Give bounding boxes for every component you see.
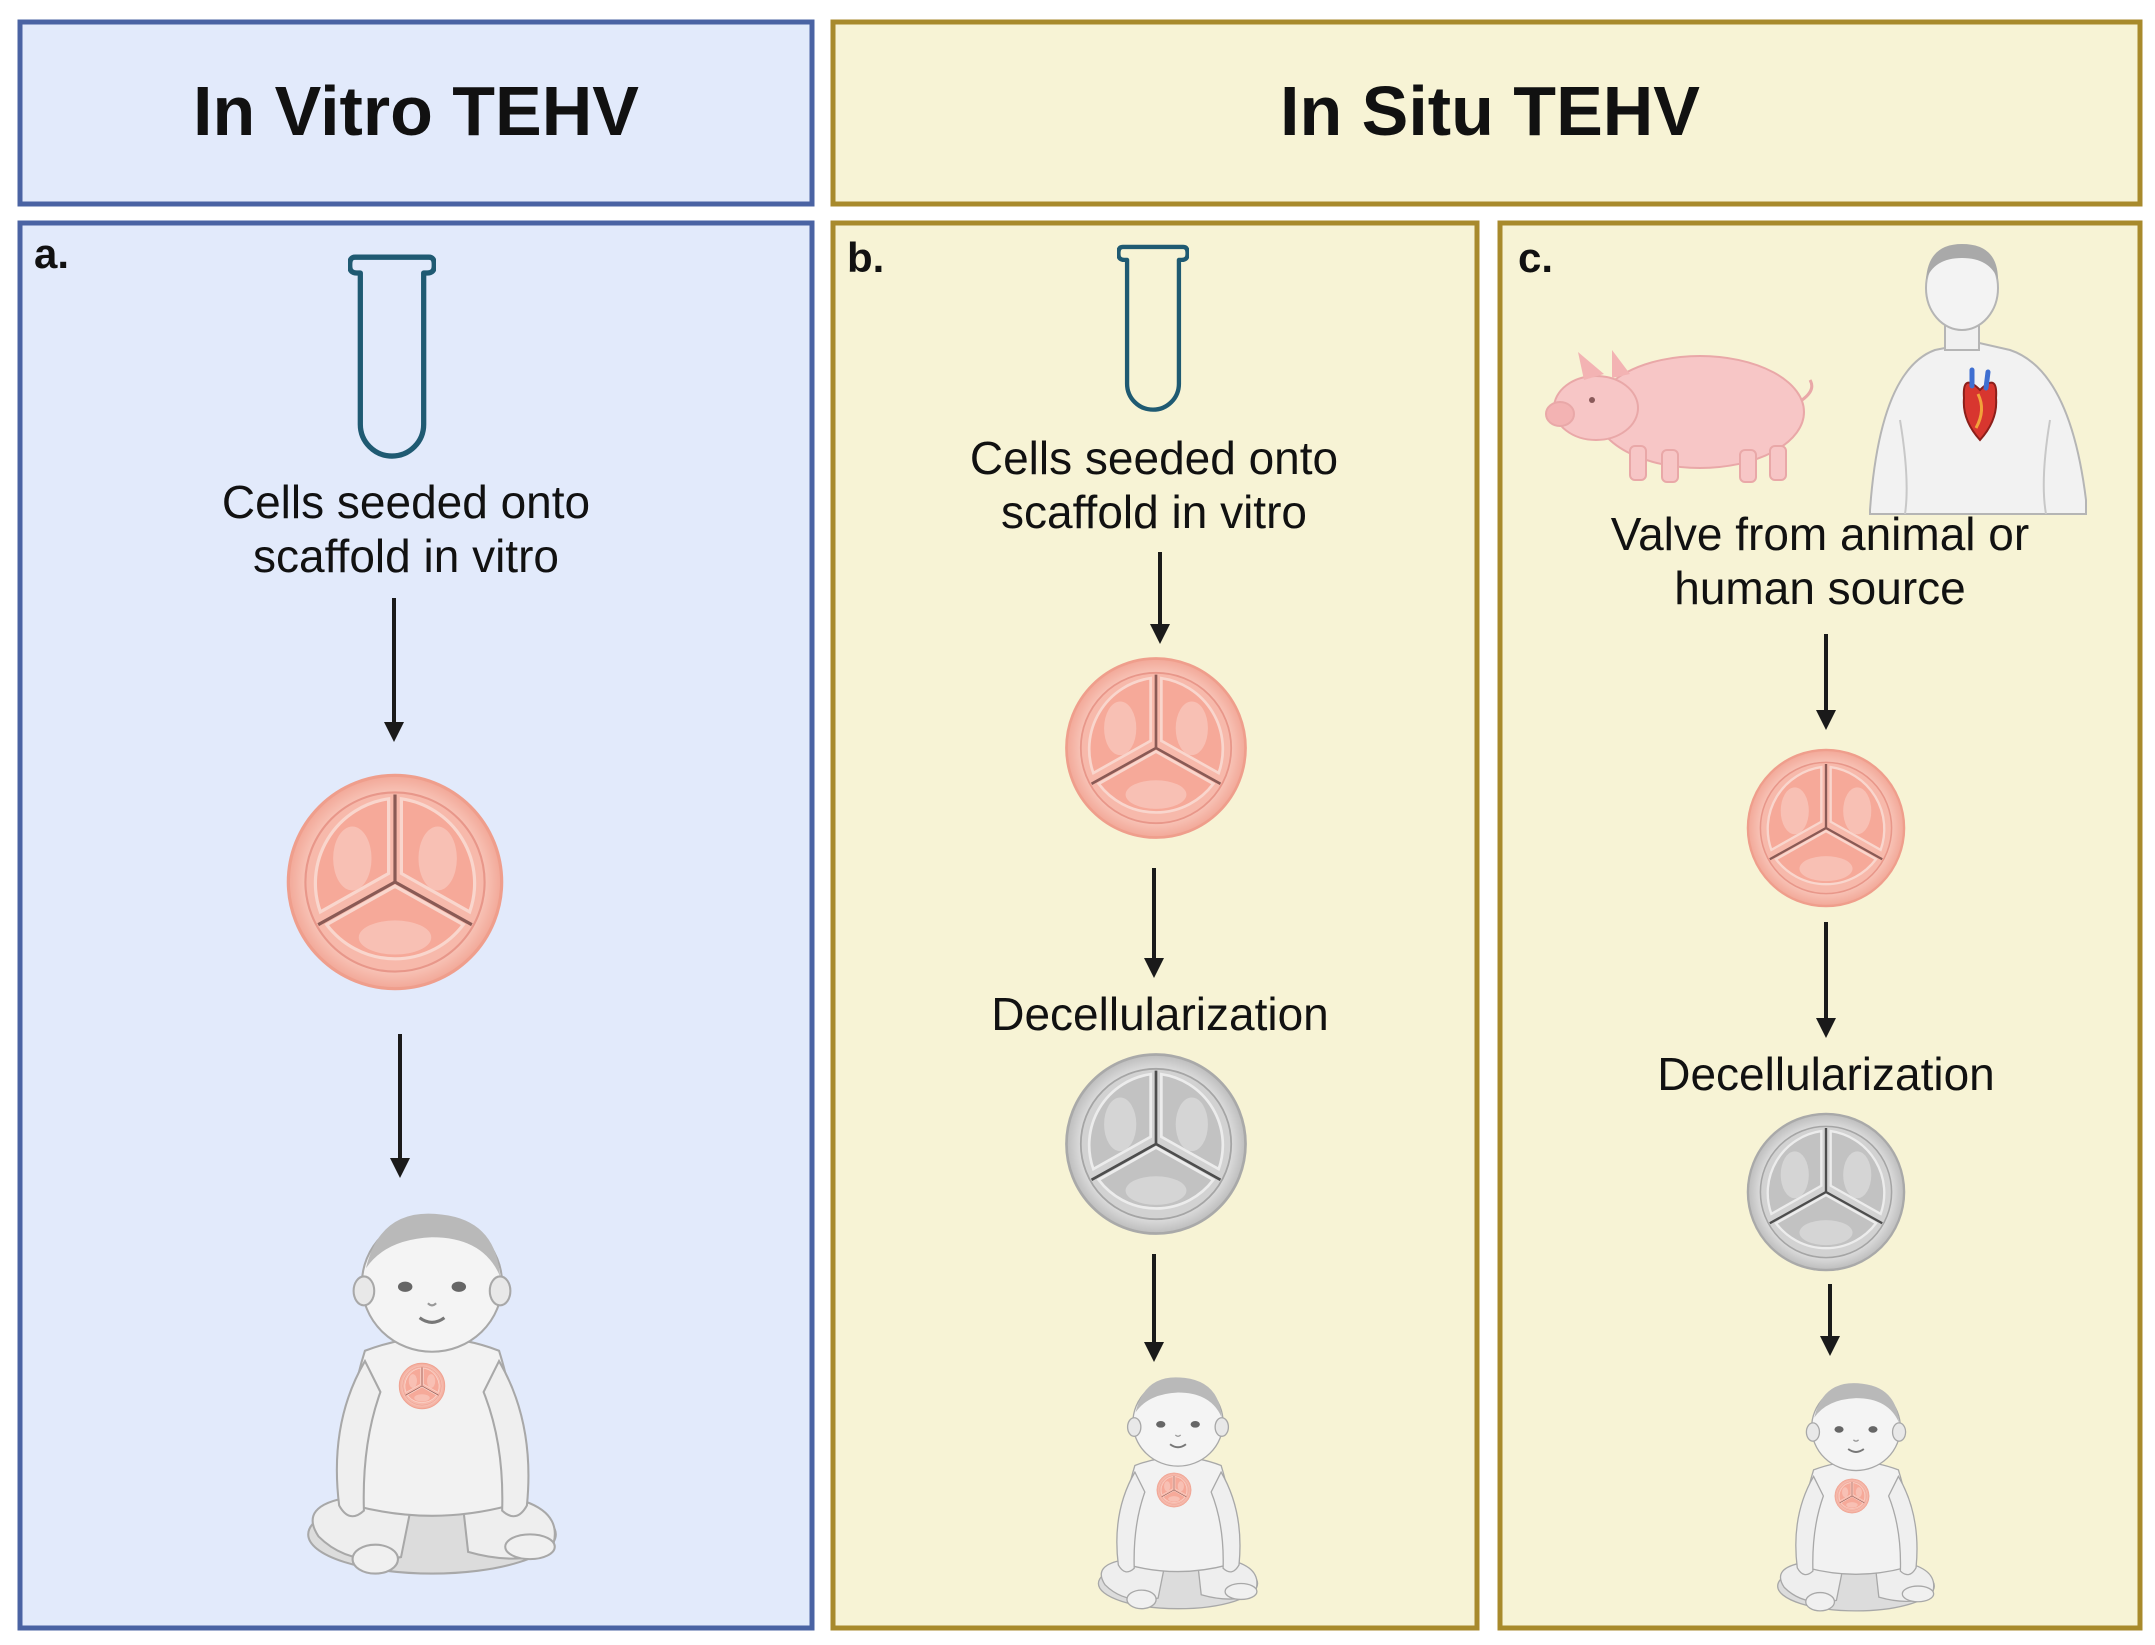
implanted-valve-icon xyxy=(398,1362,446,1410)
panel-a-label: a. xyxy=(34,230,69,277)
panel-b-step1-line2: scaffold in vitro xyxy=(1001,486,1307,538)
in-situ-header-box xyxy=(830,19,2143,207)
implanted-valve-icon xyxy=(1834,1478,1870,1514)
in-vitro-header-box xyxy=(17,19,815,207)
in-vitro-header: In Vitro TEHV xyxy=(193,72,639,150)
panel-b-step2: Decellularization xyxy=(991,988,1329,1040)
pink-valve-icon xyxy=(286,773,504,991)
panel-c-step1-line2: human source xyxy=(1674,562,1966,614)
in-situ-header: In Situ TEHV xyxy=(1280,72,1700,150)
panel-b-step1-line1: Cells seeded onto xyxy=(970,432,1338,484)
implanted-valve-icon xyxy=(1156,1472,1192,1508)
grey-valve-icon xyxy=(1746,1112,1906,1272)
panel-c-step1-line1: Valve from animal or xyxy=(1611,508,2029,560)
pig-icon xyxy=(1545,350,1814,483)
panel-b-label: b. xyxy=(847,234,884,281)
pink-valve-icon xyxy=(1065,657,1247,839)
pink-valve-icon xyxy=(1746,748,1906,908)
panel-c-label: c. xyxy=(1518,234,1553,281)
panel-a-step1-line2: scaffold in vitro xyxy=(253,530,559,582)
panel-c-step2: Decellularization xyxy=(1657,1048,1995,1100)
heart-icon xyxy=(1962,367,1998,442)
grey-valve-icon xyxy=(1065,1053,1247,1235)
panel-a-step1-line1: Cells seeded onto xyxy=(222,476,590,528)
